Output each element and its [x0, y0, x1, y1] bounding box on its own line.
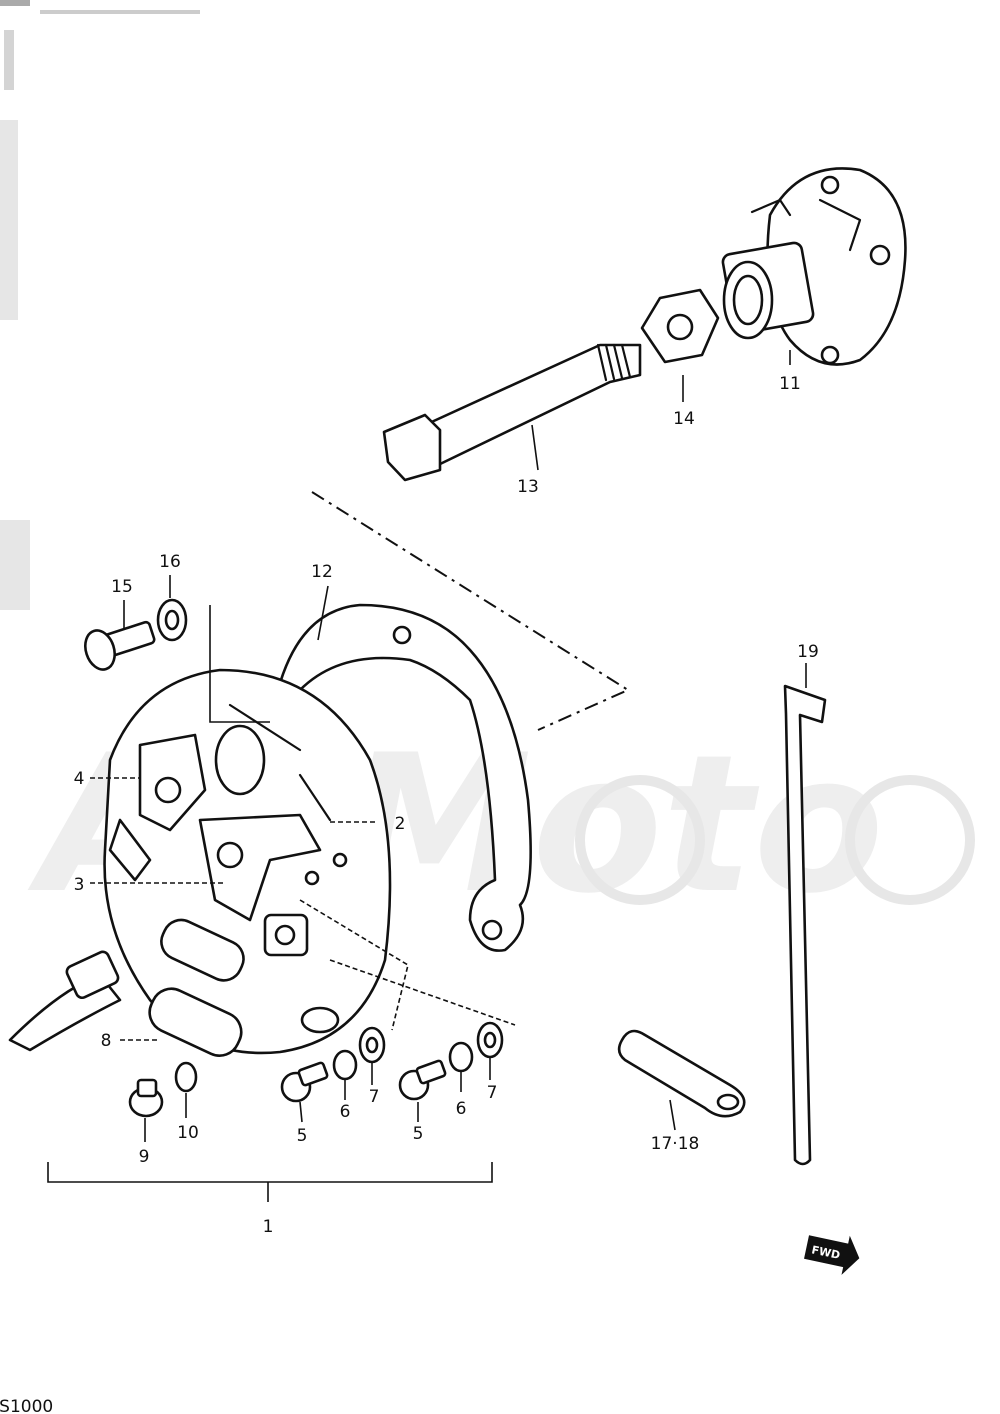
- alignment-axis: [311, 491, 631, 731]
- part-6-lock-washer-a: [332, 1049, 358, 1081]
- scan-noise: [0, 0, 200, 610]
- callout-14: 14: [673, 409, 695, 429]
- leader-lines: [90, 350, 807, 1142]
- part-14-nut: [640, 288, 720, 364]
- model-code: GS1000: [0, 1397, 53, 1414]
- callout-11: 11: [779, 374, 801, 394]
- callout-8: 8: [101, 1031, 112, 1051]
- callout-15: 15: [111, 577, 133, 597]
- part-12-cover-plate: [276, 603, 532, 952]
- part-15-screw: [84, 620, 156, 671]
- callout-10: 10: [177, 1123, 199, 1143]
- callout-3: 3: [74, 875, 85, 895]
- fwd-label: FWD: [810, 1243, 841, 1262]
- part-19-cable-tie: [783, 684, 827, 1166]
- callout-4: 4: [74, 769, 85, 789]
- callout-16: 16: [159, 552, 181, 572]
- assembly-bracket: [47, 1162, 493, 1202]
- callout-5-right: 5: [413, 1124, 424, 1144]
- callout-6-left: 6: [340, 1102, 351, 1122]
- callout-19: 19: [797, 642, 819, 662]
- callouts: 1 2 3 4 5 5 6 6 7 7 8 9 10 11 12 13 14 1…: [74, 374, 819, 1237]
- part-5-screw-a: [280, 1061, 329, 1103]
- part-3-breaker-assembly: [198, 813, 322, 957]
- part-9-screw: [128, 1078, 164, 1118]
- front-direction-marker: FWD: [804, 1235, 860, 1275]
- callout-12: 12: [311, 562, 333, 582]
- callout-17-18: 17·18: [651, 1134, 700, 1154]
- callout-13: 13: [517, 477, 539, 497]
- part-4-breaker-points: [108, 733, 207, 882]
- callout-9: 9: [139, 1147, 150, 1167]
- part-11-advancer: [721, 167, 907, 366]
- callout-7-right: 7: [487, 1083, 498, 1103]
- callout-1: 1: [263, 1217, 274, 1237]
- part-17-18-clamp: [617, 1029, 746, 1118]
- part-7-washer-b: [476, 1021, 504, 1059]
- part-10-lock-washer: [174, 1061, 198, 1093]
- callout-2: 2: [395, 814, 406, 834]
- part-7-washer-a: [358, 1026, 386, 1064]
- part-6-lock-washer-b: [448, 1041, 474, 1073]
- part-16-washer: [156, 598, 188, 642]
- part-8-condenser: [8, 918, 245, 1057]
- part-13-bolt: [382, 343, 642, 482]
- callout-5-left: 5: [297, 1126, 308, 1146]
- callout-6-right: 6: [456, 1099, 467, 1119]
- part-5-screw-b: [398, 1059, 447, 1101]
- callout-7-left: 7: [369, 1087, 380, 1107]
